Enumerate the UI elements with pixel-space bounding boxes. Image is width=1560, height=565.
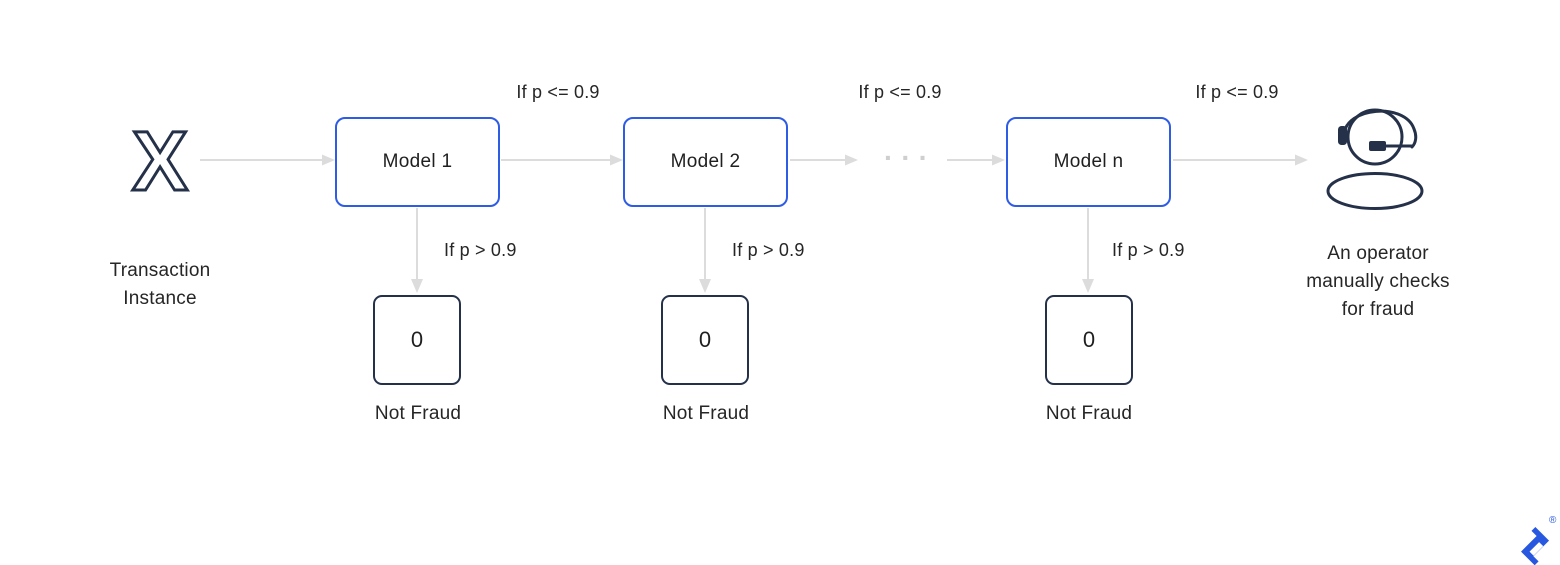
condition-pass-label-3: If p <= 0.9 bbox=[1195, 82, 1279, 102]
operator-caption-line1: An operator bbox=[1327, 243, 1429, 264]
arrow-model2-to-ellipsis bbox=[790, 154, 858, 166]
operator-caption: An operator manually checks for fraud bbox=[1272, 240, 1484, 324]
transaction-x-icon: X bbox=[130, 124, 189, 196]
model-n-label: Model n bbox=[1053, 151, 1124, 172]
output-box-3: 0 bbox=[1045, 295, 1133, 385]
output-box-2: 0 bbox=[661, 295, 749, 385]
model-1-box: Model 1 bbox=[335, 117, 500, 207]
arrow-ellipsis-to-modeln bbox=[947, 154, 1005, 166]
not-fraud-label-1: Not Fraud bbox=[374, 403, 462, 424]
arrow-modeln-to-output bbox=[1082, 208, 1094, 293]
condition-fraud-label-1: If p > 0.9 bbox=[444, 240, 517, 260]
arrow-modeln-to-operator bbox=[1173, 154, 1308, 166]
model-1-label: Model 1 bbox=[382, 151, 453, 172]
not-fraud-label-2: Not Fraud bbox=[662, 403, 750, 424]
operator-caption-line3: for fraud bbox=[1341, 299, 1415, 320]
ellipsis: ··· bbox=[884, 142, 936, 173]
arrow-model1-to-output bbox=[411, 208, 423, 293]
condition-pass-label-1: If p <= 0.9 bbox=[516, 82, 600, 102]
condition-fraud-label-2: If p > 0.9 bbox=[732, 240, 805, 260]
model-2-box: Model 2 bbox=[623, 117, 788, 207]
model-n-box: Model n bbox=[1006, 117, 1171, 207]
toptal-logo-icon bbox=[1521, 527, 1550, 565]
arrow-input-to-model1 bbox=[200, 154, 335, 166]
transaction-caption-line2: Instance bbox=[123, 288, 197, 309]
transaction-caption-line1: Transaction bbox=[109, 260, 211, 281]
output-value-3: 0 bbox=[1082, 327, 1096, 352]
arrow-model1-to-model2 bbox=[501, 154, 623, 166]
arrow-model2-to-output bbox=[699, 208, 711, 293]
model-2-label: Model 2 bbox=[670, 151, 741, 172]
operator-caption-line2: manually checks bbox=[1306, 271, 1450, 292]
condition-fraud-label-3: If p > 0.9 bbox=[1112, 240, 1185, 260]
not-fraud-label-3: Not Fraud bbox=[1045, 403, 1133, 424]
condition-pass-label-2: If p <= 0.9 bbox=[858, 82, 942, 102]
output-value-2: 0 bbox=[698, 327, 712, 352]
registered-trademark-symbol: ® bbox=[1549, 515, 1557, 526]
output-box-1: 0 bbox=[373, 295, 461, 385]
transaction-instance-label: Transaction Instance bbox=[60, 257, 260, 313]
operator-headset-icon bbox=[1326, 108, 1424, 210]
transaction-symbol: X bbox=[132, 124, 188, 196]
output-value-1: 0 bbox=[410, 327, 424, 352]
